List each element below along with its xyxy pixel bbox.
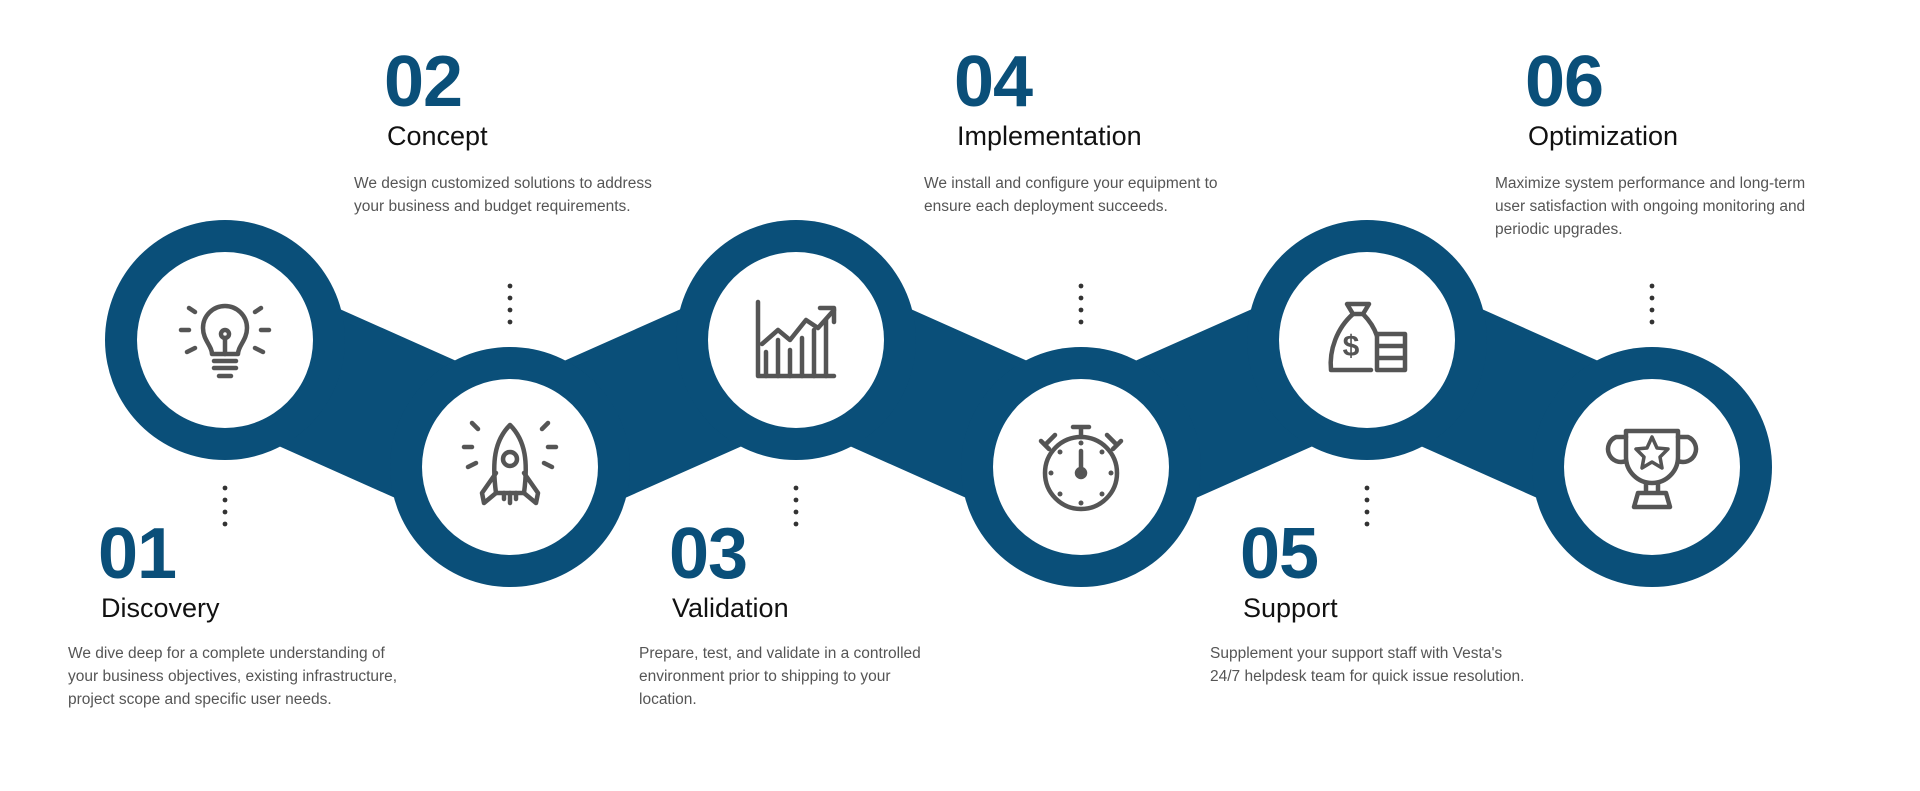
step-06: 06 Optimization	[1525, 46, 1678, 152]
connector-dot	[507, 319, 513, 325]
step-number: 05	[1240, 514, 1319, 594]
trophy-icon	[1605, 428, 1699, 510]
step-title: Discovery	[101, 593, 220, 623]
connector-dot	[1078, 307, 1084, 313]
connector-dot	[793, 521, 799, 527]
connector-dot	[1364, 521, 1370, 527]
step-03: 03 Validation	[669, 518, 789, 624]
connector-dot	[222, 485, 228, 491]
connector-dot	[1649, 295, 1655, 301]
connector-dot	[1649, 307, 1655, 313]
lightbulb-icon	[178, 303, 272, 379]
step-number: 06	[1525, 42, 1604, 122]
step-title: Validation	[672, 593, 789, 623]
step-title: Concept	[387, 121, 488, 151]
step-description: We dive deep for a complete understandin…	[68, 645, 398, 708]
stopwatch-tick	[1078, 500, 1084, 506]
step-ring-inner	[708, 252, 884, 428]
connector-dot	[1649, 283, 1655, 289]
dollar-sign-icon: $	[1343, 330, 1360, 363]
step-ring-inner	[1279, 252, 1455, 428]
connector-dot	[1364, 509, 1370, 515]
connector-dot	[793, 509, 799, 515]
stopwatch-tick	[1099, 449, 1105, 455]
step-ring-inner	[1564, 379, 1740, 555]
money-bag-icon: $	[1328, 301, 1408, 373]
ring-chain	[105, 220, 1772, 587]
step-description: Maximize system performance and long-ter…	[1495, 175, 1806, 238]
step-number: 03	[669, 514, 748, 594]
connector-dot	[1078, 295, 1084, 301]
step-05: 05 Support	[1240, 518, 1338, 624]
connector-dot	[793, 485, 799, 491]
step-02: 02 Concept	[384, 46, 488, 152]
step-number: 02	[384, 42, 463, 122]
step-description: We install and configure your equipment …	[924, 175, 1218, 215]
stopwatch-tick	[1048, 470, 1054, 476]
connector-dot	[1364, 497, 1370, 503]
connector-dot	[507, 295, 513, 301]
connector-dot	[222, 521, 228, 527]
step-title: Support	[1243, 593, 1338, 623]
stopwatch-tick	[1078, 440, 1084, 446]
connector-dot	[1078, 319, 1084, 325]
step-04: 04 Implementation	[954, 46, 1142, 152]
step-01: 01 Discovery	[98, 518, 220, 624]
growth-chart-icon	[755, 299, 837, 379]
connector-dot	[1649, 319, 1655, 325]
stopwatch-icon	[1038, 424, 1124, 512]
step-number: 01	[98, 514, 177, 594]
connector-dot	[222, 509, 228, 515]
step-description: We design customized solutions to addres…	[354, 175, 652, 215]
step-description: Prepare, test, and validate in a control…	[639, 645, 921, 708]
step-description: Supplement your support staff with Vesta…	[1210, 645, 1525, 685]
connector-dot	[1078, 283, 1084, 289]
rocket-icon	[461, 420, 559, 506]
stopwatch-tick	[1099, 491, 1105, 497]
stopwatch-tick	[1057, 449, 1063, 455]
connector-dot	[507, 307, 513, 313]
stopwatch-tick	[1057, 491, 1063, 497]
step-number: 04	[954, 42, 1033, 122]
stopwatch-tick	[1108, 470, 1114, 476]
connector-dot	[222, 497, 228, 503]
connector-dot	[507, 283, 513, 289]
step-title: Implementation	[957, 121, 1142, 151]
connector-dot	[793, 497, 799, 503]
connector-dot	[1364, 485, 1370, 491]
step-title: Optimization	[1528, 121, 1679, 151]
connector-dots	[222, 283, 1655, 527]
icon-layer: $	[178, 299, 1699, 512]
